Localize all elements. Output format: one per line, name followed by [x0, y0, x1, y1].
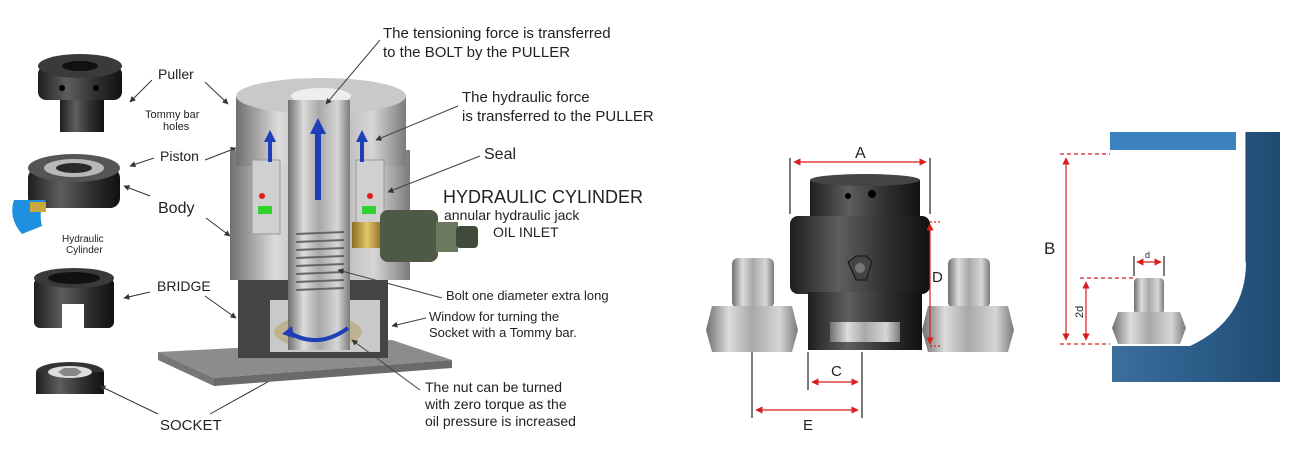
annotation-hydraulic-force-2: is transferred to the PULLER: [462, 108, 654, 125]
label-hydraulic-cylinder-1: Hydraulic: [62, 234, 104, 245]
annotation-window-1: Window for turning the: [429, 309, 559, 324]
dimension-label-e: E: [803, 417, 813, 434]
label-socket: SOCKET: [160, 417, 222, 434]
socket-part: [36, 362, 104, 394]
annotation-oil-inlet: OIL INLET: [493, 224, 559, 240]
annotation-tension-1: The tensioning force is transferred: [383, 25, 611, 42]
tensioner-cutaway: [158, 78, 452, 386]
label-tommy-bar-holes-2: holes: [163, 121, 190, 133]
annotation-nut-3: oil pressure is increased: [425, 413, 576, 429]
annotation-seal: Seal: [484, 146, 516, 163]
bolt-thread: [295, 231, 345, 291]
annotation-bolt-long: Bolt one diameter extra long: [446, 288, 609, 303]
dimension-label-2d: 2d: [1074, 306, 1086, 318]
bridge-part: [34, 268, 114, 328]
dimension-lines-right: [1060, 153, 1165, 345]
oil-inlet-coupler: [352, 210, 478, 262]
puller-part: [38, 54, 122, 132]
annotation-nut-2: with zero torque as the: [424, 396, 567, 412]
label-tommy-bar-holes-1: Tommy bar: [145, 109, 200, 121]
tensioner-front-view: [706, 174, 1014, 352]
dimension-label-d: D: [932, 269, 943, 286]
dimension-label-b: B: [1044, 239, 1055, 258]
dimension-lines-middle: [751, 158, 942, 418]
annotation-hydraulic-force-1: The hydraulic force: [462, 89, 590, 106]
annotation-tension-2: to the BOLT by the PULLER: [383, 44, 570, 61]
dimension-label-c: C: [831, 363, 842, 380]
flange-cross-section: [1110, 132, 1280, 382]
annotation-window-2: Socket with a Tommy bar.: [429, 325, 577, 340]
annotation-nut-1: The nut can be turned: [425, 379, 562, 395]
annotation-annular-jack: annular hydraulic jack: [444, 207, 580, 223]
label-puller: Puller: [158, 66, 194, 82]
dimension-label-a: A: [855, 145, 866, 162]
part-leader-lines: [99, 79, 301, 415]
label-bridge: BRIDGE: [157, 278, 211, 294]
annotation-leader-lines: [325, 39, 481, 391]
hydraulic-cylinder-part: [12, 154, 120, 234]
label-hydraulic-cylinder-2: Cylinder: [66, 245, 103, 256]
annotation-hydraulic-cylinder-title: HYDRAULIC CYLINDER: [443, 187, 643, 207]
label-body: Body: [158, 200, 194, 217]
dimension-label-d-small: d: [1145, 250, 1150, 260]
label-piston: Piston: [160, 148, 199, 164]
